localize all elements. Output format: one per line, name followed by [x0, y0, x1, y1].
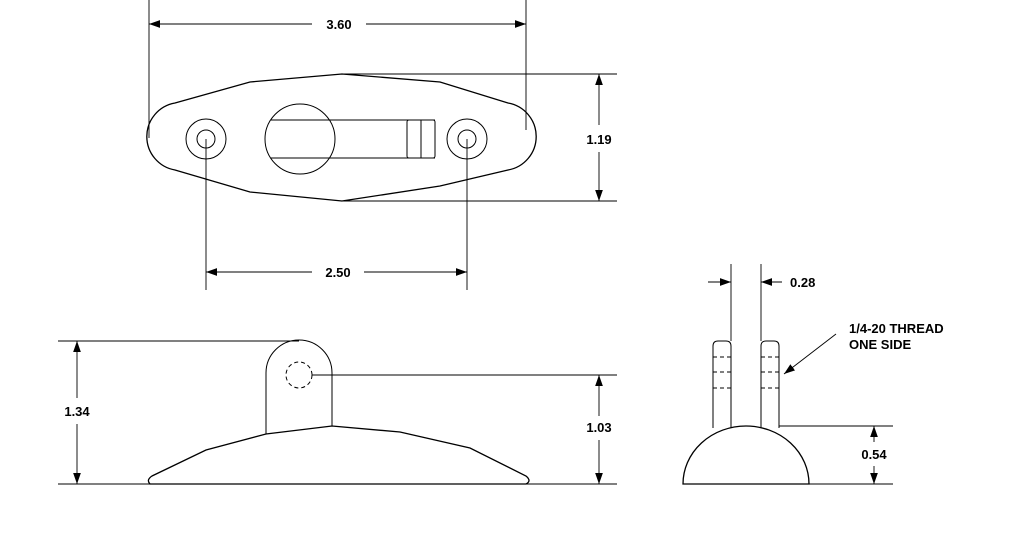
dim-overall-length: 3.60 — [148, 0, 527, 138]
dim-hole-center-height-label: 1.03 — [586, 420, 611, 435]
dim-base-height-label: 0.54 — [861, 447, 887, 462]
dim-hole-center-height: 1.03 — [312, 374, 617, 485]
dim-overall-length-label: 3.60 — [326, 17, 351, 32]
center-boss — [264, 103, 336, 175]
dim-overall-height-label: 1.34 — [64, 404, 90, 419]
thread-note-line2: ONE SIDE — [849, 337, 911, 352]
dim-hole-spacing-label: 2.50 — [325, 265, 350, 280]
front-view-hidden-hole — [285, 361, 313, 389]
side-view-dome — [682, 425, 810, 485]
thread-note: 1/4-20 THREAD ONE SIDE — [783, 321, 944, 375]
dim-base-height: 0.54 — [779, 425, 893, 485]
front-view — [147, 339, 530, 485]
top-view — [146, 73, 537, 202]
side-view-left-tab — [712, 340, 732, 428]
dim-hole-spacing: 2.50 — [205, 139, 468, 290]
top-view-outline — [146, 73, 537, 202]
front-view-ear — [265, 339, 333, 434]
dim-tab-gap-label: 0.28 — [790, 275, 815, 290]
side-view-right-tab — [760, 340, 780, 428]
dim-overall-width-label: 1.19 — [586, 132, 611, 147]
dim-overall-width: 1.19 — [342, 73, 617, 202]
dim-tab-gap: 0.28 — [708, 264, 815, 341]
side-view — [682, 340, 810, 485]
dim-overall-height: 1.34 — [58, 340, 299, 485]
thread-note-line1: 1/4-20 THREAD — [849, 321, 944, 336]
front-view-base — [147, 425, 530, 485]
